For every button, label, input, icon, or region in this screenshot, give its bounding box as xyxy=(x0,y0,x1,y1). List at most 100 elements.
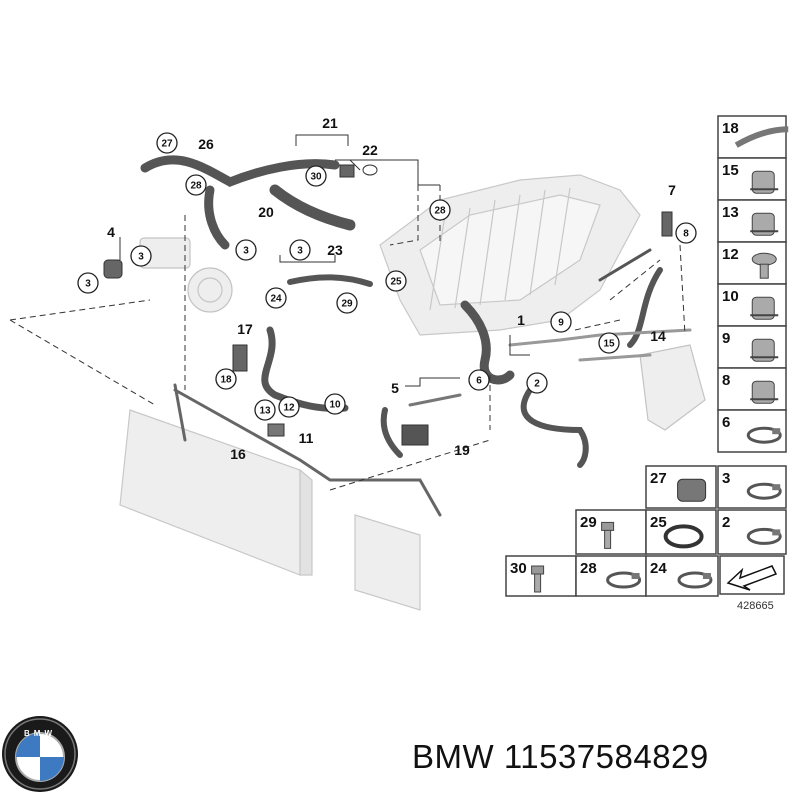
reference-number: 428665 xyxy=(737,600,774,612)
legend-part-8-icon xyxy=(750,380,779,404)
callout-3: 3 xyxy=(235,239,257,261)
legend-label-18: 18 xyxy=(722,120,739,137)
legend-label-25: 25 xyxy=(650,514,667,531)
callout-17: 17 xyxy=(237,321,253,337)
callout-1: 1 xyxy=(517,312,525,328)
legend-part-3-icon xyxy=(746,482,782,500)
svg-text:25: 25 xyxy=(390,277,402,288)
callout-11: 11 xyxy=(299,430,314,446)
callout-28: 28 xyxy=(185,174,207,196)
svg-text:3: 3 xyxy=(243,246,249,257)
legend-label-28: 28 xyxy=(580,560,597,577)
svg-text:10: 10 xyxy=(329,400,341,411)
callout-19: 19 xyxy=(454,442,470,458)
expansion-tank xyxy=(639,344,706,431)
svg-text:8: 8 xyxy=(683,229,689,240)
leader-lines xyxy=(9,185,686,491)
callout-16: 16 xyxy=(230,446,246,462)
callout-21: 21 xyxy=(322,115,338,131)
part-number: 11537584829 xyxy=(503,738,709,775)
legend-part-27-icon xyxy=(677,478,707,502)
legend-part-28-icon xyxy=(606,571,642,589)
svg-text:6: 6 xyxy=(476,376,482,387)
svg-text:29: 29 xyxy=(341,299,353,310)
callout-30: 30 xyxy=(305,165,327,187)
svg-text:9: 9 xyxy=(558,318,564,329)
callout-9: 9 xyxy=(550,311,572,333)
label-lines xyxy=(119,134,530,387)
callout-25: 25 xyxy=(385,270,407,292)
callout-12: 12 xyxy=(278,396,300,418)
legend-part-18-icon xyxy=(734,126,789,148)
callout-6: 6 xyxy=(468,369,490,391)
svg-text:18: 18 xyxy=(220,375,232,386)
legend-label-12: 12 xyxy=(722,246,739,263)
water-pump xyxy=(139,237,233,313)
callout-4: 4 xyxy=(107,224,115,240)
legend-label-3: 3 xyxy=(722,470,730,487)
legend-part-25-icon xyxy=(663,524,704,549)
svg-text:2: 2 xyxy=(534,379,540,390)
svg-text:13: 13 xyxy=(259,406,271,417)
svg-text:BMW: BMW xyxy=(24,729,56,738)
callout-3: 3 xyxy=(289,239,311,261)
engine-block xyxy=(379,174,641,336)
callout-13: 13 xyxy=(254,399,276,421)
callout-7: 7 xyxy=(668,182,676,198)
legend-part-29-icon xyxy=(601,521,615,549)
legend-label-24: 24 xyxy=(650,560,667,577)
legend-part-24-icon xyxy=(677,571,713,589)
svg-text:28: 28 xyxy=(434,206,446,217)
legend-label-10: 10 xyxy=(722,288,739,305)
radiator xyxy=(119,409,313,576)
hoses xyxy=(140,155,692,517)
svg-text:12: 12 xyxy=(283,403,295,414)
callout-18: 18 xyxy=(215,368,237,390)
svg-text:15: 15 xyxy=(603,339,615,350)
legend-part-10-icon xyxy=(750,296,779,320)
legend-label-29: 29 xyxy=(580,514,597,531)
arrow-icon xyxy=(719,555,785,595)
callout-8: 8 xyxy=(675,222,697,244)
callout-26: 26 xyxy=(198,136,214,152)
callout-2: 2 xyxy=(526,372,548,394)
legend-part-13-icon xyxy=(750,212,779,236)
callout-10: 10 xyxy=(324,393,346,415)
legend-part-6-icon xyxy=(746,426,782,444)
callout-15: 15 xyxy=(598,332,620,354)
small-parts xyxy=(103,164,673,446)
callout-3: 3 xyxy=(77,272,99,294)
callout-23: 23 xyxy=(327,242,343,258)
svg-text:30: 30 xyxy=(310,172,322,183)
callout-20: 20 xyxy=(258,204,274,220)
legend-part-30-icon xyxy=(531,565,545,593)
callout-28: 28 xyxy=(429,199,451,221)
callout-3: 3 xyxy=(130,245,152,267)
legend-label-13: 13 xyxy=(722,204,739,221)
callout-29: 29 xyxy=(336,292,358,314)
bmw-logo: BMW xyxy=(2,716,78,792)
callout-14: 14 xyxy=(650,328,666,344)
callout-24: 24 xyxy=(265,287,287,309)
callout-22: 22 xyxy=(362,142,378,158)
callout-5: 5 xyxy=(391,380,399,396)
svg-text:27: 27 xyxy=(161,139,173,150)
legend-label-2: 2 xyxy=(722,514,730,531)
svg-text:3: 3 xyxy=(297,246,303,257)
legend-part-9-icon xyxy=(750,338,779,362)
callout-27: 27 xyxy=(156,132,178,154)
brand-name: BMW xyxy=(412,738,495,775)
legend-label-8: 8 xyxy=(722,372,730,389)
legend-label-15: 15 xyxy=(722,162,739,179)
svg-text:28: 28 xyxy=(190,181,202,192)
svg-text:3: 3 xyxy=(138,252,144,263)
svg-text:3: 3 xyxy=(85,279,91,290)
legend-part-15-icon xyxy=(750,170,779,194)
svg-text:24: 24 xyxy=(270,294,282,305)
legend-label-6: 6 xyxy=(722,414,730,431)
legend-label-27: 27 xyxy=(650,470,667,487)
